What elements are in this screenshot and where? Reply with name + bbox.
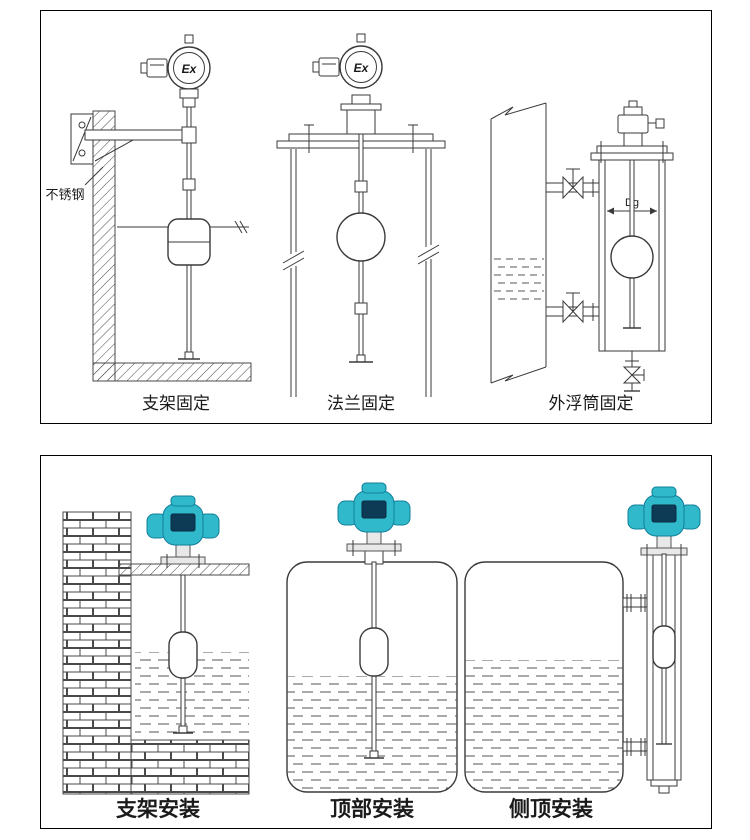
ground-hatched	[92, 362, 252, 382]
ball-float	[336, 212, 386, 262]
liquid-dashes	[494, 258, 544, 300]
upper-stub-flange	[622, 594, 648, 612]
flange	[346, 543, 402, 552]
neck	[656, 535, 672, 549]
junction-box	[146, 58, 168, 78]
stainless-steel-note: 不锈钢	[45, 187, 84, 202]
ex-marking: Ex	[354, 61, 370, 75]
teal-transmitter	[627, 486, 701, 560]
flange-fixing-caption: 法兰固定	[327, 394, 395, 413]
bracket-platform	[118, 563, 250, 576]
lower-pipe-valve	[545, 292, 600, 324]
teal-transmitter	[337, 482, 411, 556]
float	[168, 631, 198, 679]
ball-float	[610, 235, 654, 279]
float	[359, 627, 389, 677]
upper-pipe-valve	[545, 168, 600, 200]
float	[652, 625, 676, 669]
top-panel-fixing-methods: 不锈钢 Ex 支架固定	[40, 10, 712, 424]
nozzle	[346, 108, 376, 135]
junction-box	[318, 57, 340, 77]
drain-valve	[622, 351, 645, 392]
brick-floor	[130, 739, 250, 795]
neck	[366, 531, 382, 545]
ex-marking: Ex	[182, 62, 198, 76]
neck	[175, 544, 191, 558]
flange	[160, 556, 206, 565]
lower-stub-flange	[622, 738, 648, 756]
side-top-install-caption: 侧顶安装	[509, 797, 593, 821]
side-top-install-diagram: 侧顶安装	[464, 486, 701, 821]
stem-clamp	[181, 126, 197, 144]
chamber-transmitter	[617, 100, 665, 147]
external-chamber-fixing-diagram: Dg 外浮筒固定	[490, 100, 674, 413]
top-panel-drawing: 不锈钢 Ex 支架固定	[45, 33, 674, 413]
bottom-panel-install-methods: 支架安装 顶部安装	[40, 455, 712, 829]
brick-wall	[62, 511, 132, 795]
ex-sensor-head: Ex	[312, 33, 383, 89]
bracket-fixing-diagram: 不锈钢 Ex 支架固定	[45, 34, 252, 413]
flange-fixing-diagram: Ex 法兰固定	[276, 33, 446, 413]
bracket-install-caption: 支架安装	[116, 797, 200, 821]
liquid-dashes	[465, 660, 623, 792]
bracket-fixing-caption: 支架固定	[142, 394, 210, 413]
bracket-arm	[84, 129, 190, 141]
ex-sensor-head: Ex	[140, 34, 211, 108]
top-install-caption: 顶部安装	[330, 797, 414, 821]
teal-transmitter	[146, 495, 220, 568]
external-chamber-caption: 外浮筒固定	[549, 394, 634, 413]
display-window	[170, 513, 196, 532]
display-window	[651, 504, 677, 523]
top-install-diagram: 顶部安装	[286, 482, 458, 821]
bracket-install-diagram: 支架安装	[62, 495, 250, 821]
bottom-panel-drawing: 支架安装 顶部安装	[62, 482, 701, 821]
display-window	[361, 500, 387, 519]
